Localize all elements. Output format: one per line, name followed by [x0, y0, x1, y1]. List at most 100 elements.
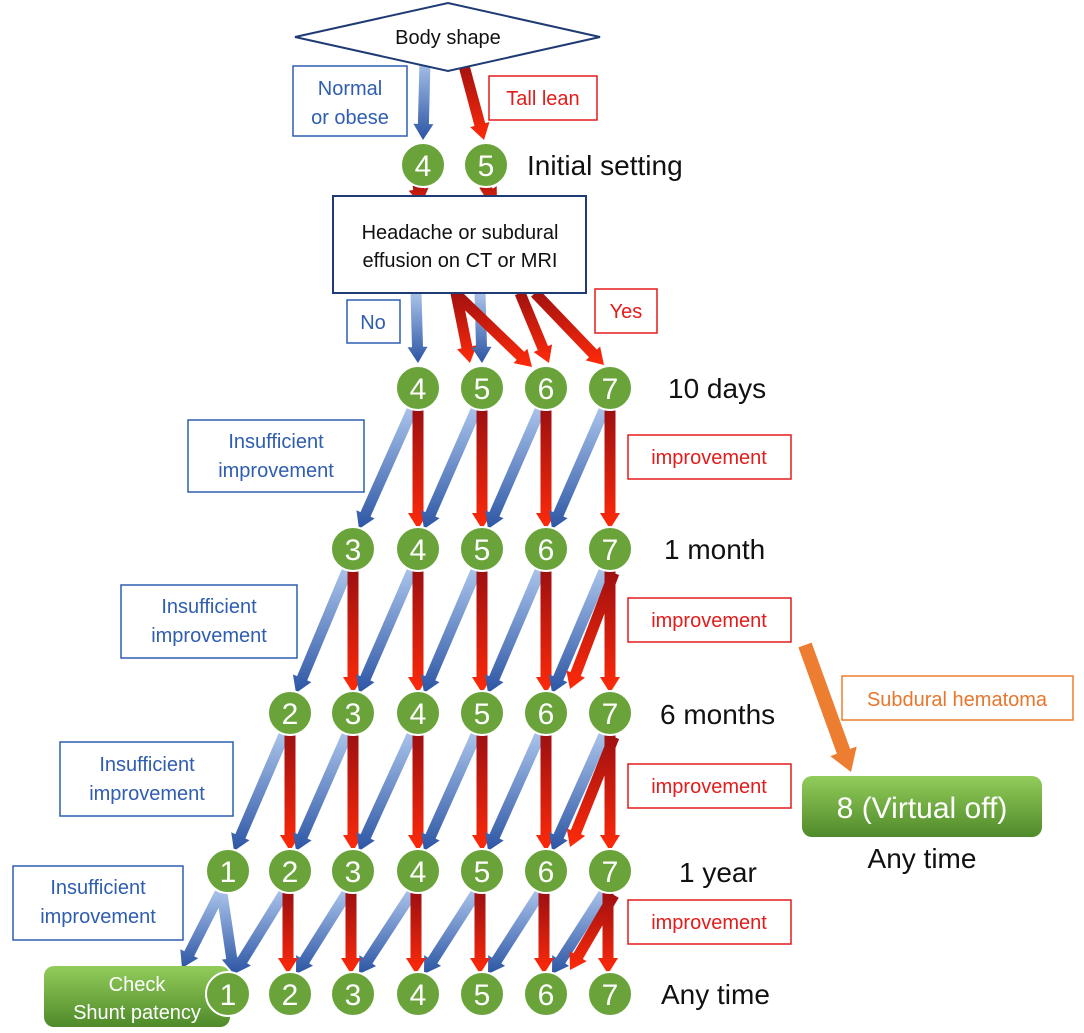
arrow-improvement-5	[470, 893, 490, 974]
arrow-improvement-5	[472, 410, 492, 529]
circle-shape	[587, 971, 633, 1017]
yes-label: Yes	[610, 301, 643, 323]
insufficient-box-3: Insufficient improvement	[59, 741, 234, 817]
normal-label: Normal	[318, 78, 382, 100]
arrow-7-to-6-red	[566, 735, 620, 847]
circle-value: 6	[538, 534, 555, 567]
circle-value: 6	[538, 698, 555, 731]
insufficient-line-2: improvement	[151, 625, 267, 647]
arrow-yes-to-7	[531, 289, 604, 365]
obese-label: or obese	[311, 107, 389, 129]
setting-4-circle-row-1: 4	[395, 526, 441, 572]
arrow-insufficient-4	[356, 732, 417, 851]
insufficient-line-1: Insufficient	[50, 877, 146, 899]
arrow-insufficient-2	[233, 890, 289, 974]
setting-1-circle-row-4: 1	[205, 971, 251, 1017]
setting-4-circle-row-4: 4	[395, 971, 441, 1017]
circle-value: 1	[220, 856, 237, 889]
setting-3-circle-row-2: 3	[330, 690, 376, 736]
time-label-6-months: 6 months	[660, 699, 775, 730]
setting-7-circle-row-3: 7	[587, 848, 633, 894]
arrow-improvement-5	[472, 571, 492, 693]
circle-shape	[523, 526, 569, 572]
improvement-label: improvement	[651, 776, 767, 798]
circle-value: 3	[345, 698, 362, 731]
arrow-7-to-6-red	[569, 892, 619, 970]
circle-shape	[523, 971, 569, 1017]
decision-line-1: Headache or subdural	[362, 222, 559, 244]
improvement-label: improvement	[651, 447, 767, 469]
body-shape-label: Body shape	[395, 27, 501, 49]
arrow-improvement-2	[280, 735, 300, 851]
circle-value: 4	[410, 698, 427, 731]
circle-shape	[459, 848, 505, 894]
circle-value: 6	[538, 856, 555, 889]
circle-shape	[523, 690, 569, 736]
circle-value: 2	[282, 698, 299, 731]
circle-value: 6	[538, 373, 555, 406]
initial-setting-4-circle: 4	[400, 142, 446, 188]
improvement-box-4: improvement	[627, 899, 792, 945]
arrow-improvement-3	[343, 735, 363, 851]
arrow-insufficient-3	[292, 568, 353, 693]
circle-shape	[587, 690, 633, 736]
arrow-insufficient-4	[359, 890, 417, 974]
subdural-hematoma-label: Subdural hematoma	[867, 689, 1048, 711]
arrow-insufficient-5	[424, 890, 481, 974]
arrow-improvement-4	[408, 571, 428, 693]
initial-setting-label: Initial setting	[527, 150, 683, 181]
setting-3-circle-row-1: 3	[330, 526, 376, 572]
circle-value: 5	[474, 534, 491, 567]
no-label: No	[360, 312, 386, 334]
circle-shape	[330, 690, 376, 736]
circle-shape	[395, 971, 441, 1017]
arrow-yes-to-5	[450, 291, 477, 363]
arrow-tall-to-5	[457, 60, 490, 140]
setting-2-circle-row-3: 2	[267, 848, 313, 894]
setting-4-circle-row-0: 4	[395, 365, 441, 411]
setting-4-circle-row-2: 4	[395, 690, 441, 736]
arrow-improvement-4	[408, 410, 428, 529]
circle-shape	[330, 848, 376, 894]
circle-shape	[395, 365, 441, 411]
setting-1-circle-row-3: 1	[205, 848, 251, 894]
setting-7-circle-row-1: 7	[587, 526, 633, 572]
arrow-improvement-7	[600, 410, 620, 529]
circle-shape	[459, 526, 505, 572]
circle-shape	[395, 848, 441, 894]
setting-6-circle-row-2: 6	[523, 690, 569, 736]
arrow-improvement-3	[343, 571, 363, 693]
improvement-label: improvement	[651, 610, 767, 632]
circle-shape	[587, 848, 633, 894]
arrow-yes-to-6b	[514, 290, 553, 363]
arrow-insufficient-6	[485, 407, 545, 529]
arrow-7-to-6-red	[566, 571, 620, 689]
check-label: Check	[109, 974, 167, 996]
arrow-improvement-4	[406, 893, 426, 974]
circle-value: 1	[220, 979, 237, 1012]
arrow-improvement-3	[341, 893, 361, 974]
circle-shape	[459, 365, 505, 411]
body-shape-diamond: Body shape	[294, 1, 601, 73]
circle-shape	[267, 690, 313, 736]
arrow-insufficient-4	[356, 407, 417, 529]
arrow-yes-to-6a	[451, 289, 532, 367]
arrow-insufficient-7	[549, 407, 609, 529]
improvement-box-3: improvement	[627, 763, 792, 809]
check-shunt-patency-button: Check Shunt patency	[44, 966, 230, 1027]
circle-value: 5	[474, 856, 491, 889]
arrow-insufficient-7	[549, 732, 609, 851]
circle-value: 4	[415, 150, 432, 183]
arrow-insufficient-6	[488, 890, 545, 974]
setting-3-circle-row-4: 3	[330, 971, 376, 1017]
virtual-off-button: 8 (Virtual off)	[802, 776, 1042, 837]
arrow-insufficient-6	[485, 568, 546, 693]
arrow-insufficient-5	[421, 732, 481, 851]
arrow-insufficient-7	[549, 568, 610, 693]
tall-lean-label: Tall lean	[506, 88, 579, 110]
arrow-improvement-6	[536, 735, 556, 851]
circle-value: 7	[602, 373, 619, 406]
circle-shape	[459, 690, 505, 736]
circle-shape	[587, 365, 633, 411]
